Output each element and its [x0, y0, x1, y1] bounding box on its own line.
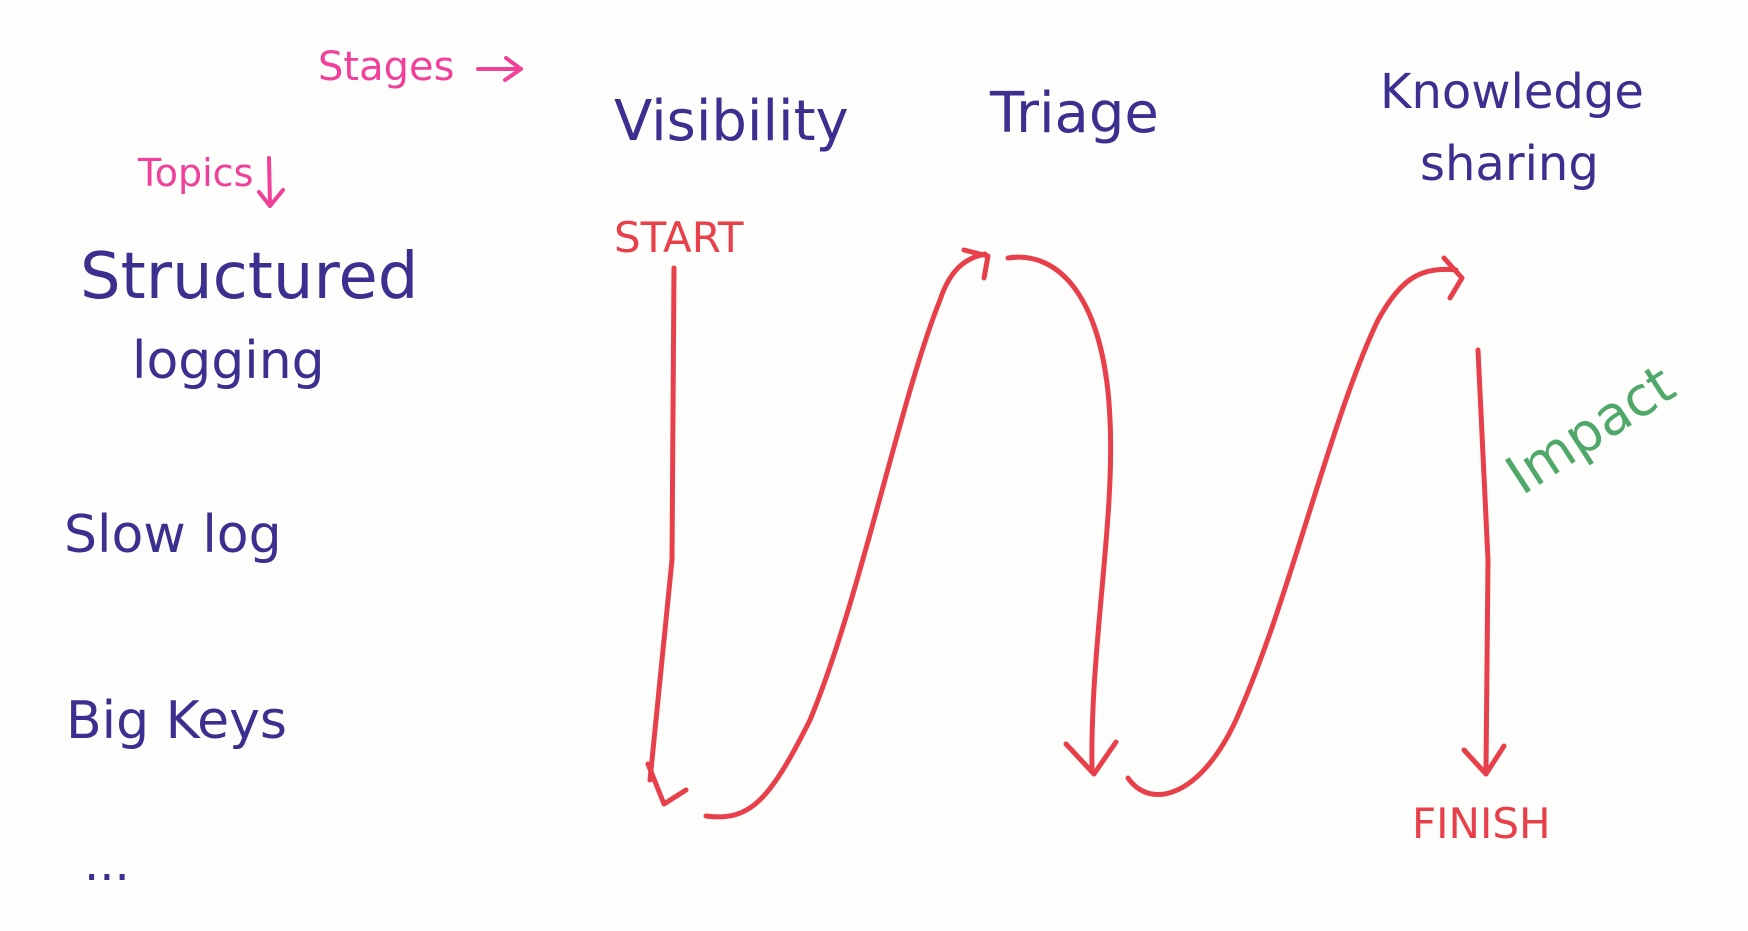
path-arrowhead-icon: [1441, 255, 1465, 301]
stage-triage: Triage: [989, 81, 1159, 146]
topic-structured-logging-line1: Structured: [80, 240, 418, 314]
stages-axis-label: Stages: [318, 44, 454, 90]
path-segment-up-to-triage: [703, 251, 988, 820]
stage-knowledge-sharing-line1: Knowledge: [1380, 64, 1644, 120]
path-arrowhead-icon: [645, 761, 689, 807]
stage-visibility: Visibility: [614, 89, 849, 154]
path-arrowhead-icon: [1063, 739, 1119, 777]
topic-more: ...: [84, 836, 130, 892]
path-segment-knowledge-down: [1475, 347, 1491, 773]
path-segment-up-to-knowledge: [1125, 266, 1459, 797]
path-arrowhead-icon: [1461, 743, 1507, 777]
stage-knowledge-sharing-line2: sharing: [1420, 136, 1599, 192]
impact-label: Impact: [1495, 352, 1686, 507]
path-arrowhead-icon: [961, 247, 991, 281]
start-label: START: [614, 213, 744, 262]
finish-label: FINISH: [1412, 799, 1551, 848]
topic-slow-log: Slow log: [64, 505, 282, 565]
topics-axis-label: Topics: [137, 151, 253, 195]
topic-structured-logging-line2: logging: [132, 331, 325, 391]
stages-arrow-icon: [476, 56, 523, 82]
topic-big-keys: Big Keys: [66, 691, 287, 751]
process-path: [645, 247, 1507, 820]
path-segment-triage-down: [1005, 254, 1114, 771]
path-segment-visibility-down: [647, 265, 677, 783]
topics-arrow-icon: [257, 156, 285, 208]
